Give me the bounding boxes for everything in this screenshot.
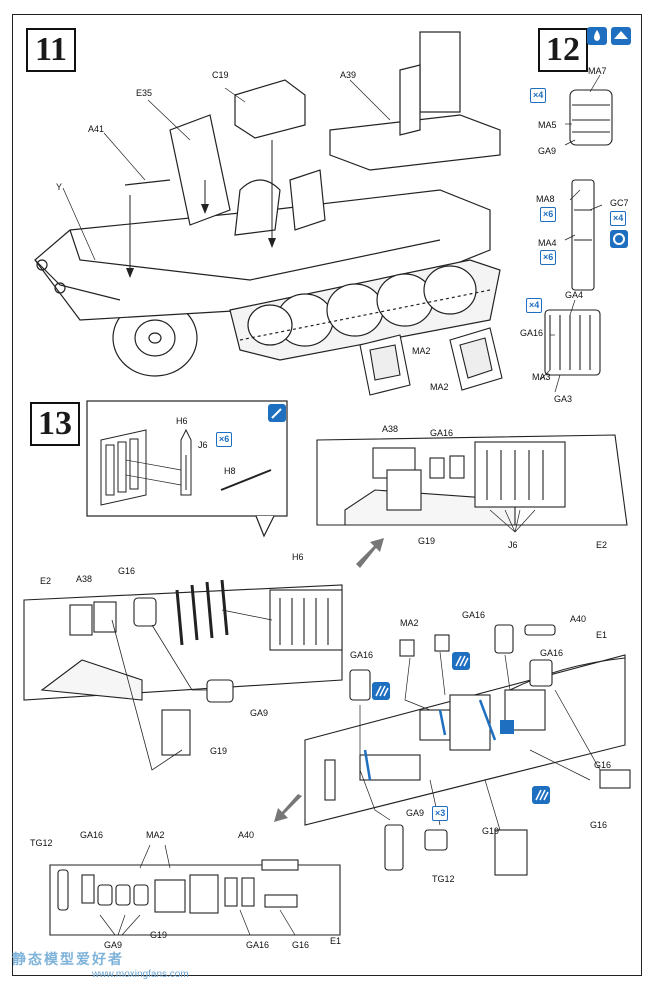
left-label-g16: G16 [118,566,136,576]
left-label-a38: A38 [76,574,93,584]
bottom-label-ga16: GA16 [80,830,104,840]
label-ma8: MA8 [536,194,555,204]
bottom-label-ga16-b: GA16 [246,940,270,950]
count-badge-x4-a: ×4 [530,88,547,103]
label-ga9: GA9 [538,146,557,156]
label-a41: A41 [88,124,105,134]
label-ga4: GA4 [565,290,584,300]
step-13-bottom-panel [49,844,341,936]
bottom-label-ma2: MA2 [146,830,165,840]
label-ma5: MA5 [538,120,557,130]
right-label-ga16-a: GA16 [462,610,486,620]
label-ga3: GA3 [554,394,573,404]
watermark-url: www.moxingfans.com [92,969,189,980]
label-ma3: MA3 [532,372,551,382]
step-12-parts-drawing [359,74,613,396]
label-y: Y [56,182,63,192]
left-label-e2: E2 [40,576,52,586]
upper-label-a38: A38 [382,424,399,434]
page-frame [12,14,642,976]
flow-arrow-up-right [356,538,384,568]
step-11-vehicle-drawing [34,31,501,377]
step-13-right-panel [304,624,631,876]
count-badge-x4-b: ×4 [610,211,627,226]
right-label-g16-b: G16 [590,820,608,830]
right-label-e1: E1 [596,630,608,640]
upper-label-e2: E2 [596,540,608,550]
count-badge-x6-b: ×6 [540,250,557,265]
upper-label-g19: G19 [418,536,436,546]
right-label-ma2: MA2 [400,618,419,628]
paint-stripe-icon-b [452,652,470,670]
right-label-ga9: GA9 [406,808,425,818]
label-ga16: GA16 [520,328,544,338]
inset-count-x6: ×6 [216,432,233,447]
label-gc7: GC7 [610,198,629,208]
bottom-label-a40: A40 [238,830,255,840]
upper-label-j6: J6 [508,540,518,550]
watermark-site-name: 静态模型爱好者 [12,951,124,967]
inset-label-j6: J6 [198,440,208,450]
inset-label-h8: H8 [224,466,236,476]
paint-stripe-icon-c [532,786,550,804]
right-label-tg12: TG12 [432,874,455,884]
step-13-left-panel [23,579,343,771]
step-11-number: 11 [26,28,76,72]
paint-brush-icon [268,404,286,422]
flow-arrow-down-left [274,794,302,822]
left-label-ga9: GA9 [250,708,269,718]
right-label-g16-a: G16 [594,760,612,770]
label-ma2-a: MA2 [412,346,431,356]
upper-label-ga16: GA16 [430,428,454,438]
count-badge-x4-c: ×4 [526,298,543,313]
right-label-ga16-c: GA16 [350,650,374,660]
step-13-upper-panel [316,434,628,533]
right-label-g19: G19 [482,826,500,836]
bottom-label-e1: E1 [330,936,342,946]
right-count-x3: ×3 [432,806,449,821]
count-badge-x6-a: ×6 [540,207,557,222]
step-12-number: 12 [538,28,588,72]
label-ma7: MA7 [588,66,607,76]
right-label-a40: A40 [570,614,587,624]
label-e35: E35 [136,88,153,98]
bottom-label-g16: G16 [292,940,310,950]
label-a39: A39 [340,70,357,80]
step-13-number: 13 [30,402,80,446]
bottom-label-ga9: GA9 [104,940,123,950]
label-ma4: MA4 [538,238,557,248]
paint-stripe-icon-a [372,682,390,700]
label-ma2-b: MA2 [430,382,449,392]
inset-label-h6: H6 [176,416,188,426]
left-label-g19: G19 [210,746,228,756]
rotate-icon [610,230,628,248]
paint-glue-icons [587,27,631,45]
right-label-ga16-b: GA16 [540,648,564,658]
bottom-label-g19: G19 [150,930,168,940]
label-c19: C19 [212,70,229,80]
bottom-label-tg12: TG12 [30,838,53,848]
step-13-inset-drawing [86,400,288,538]
left-label-h6: H6 [292,552,304,562]
